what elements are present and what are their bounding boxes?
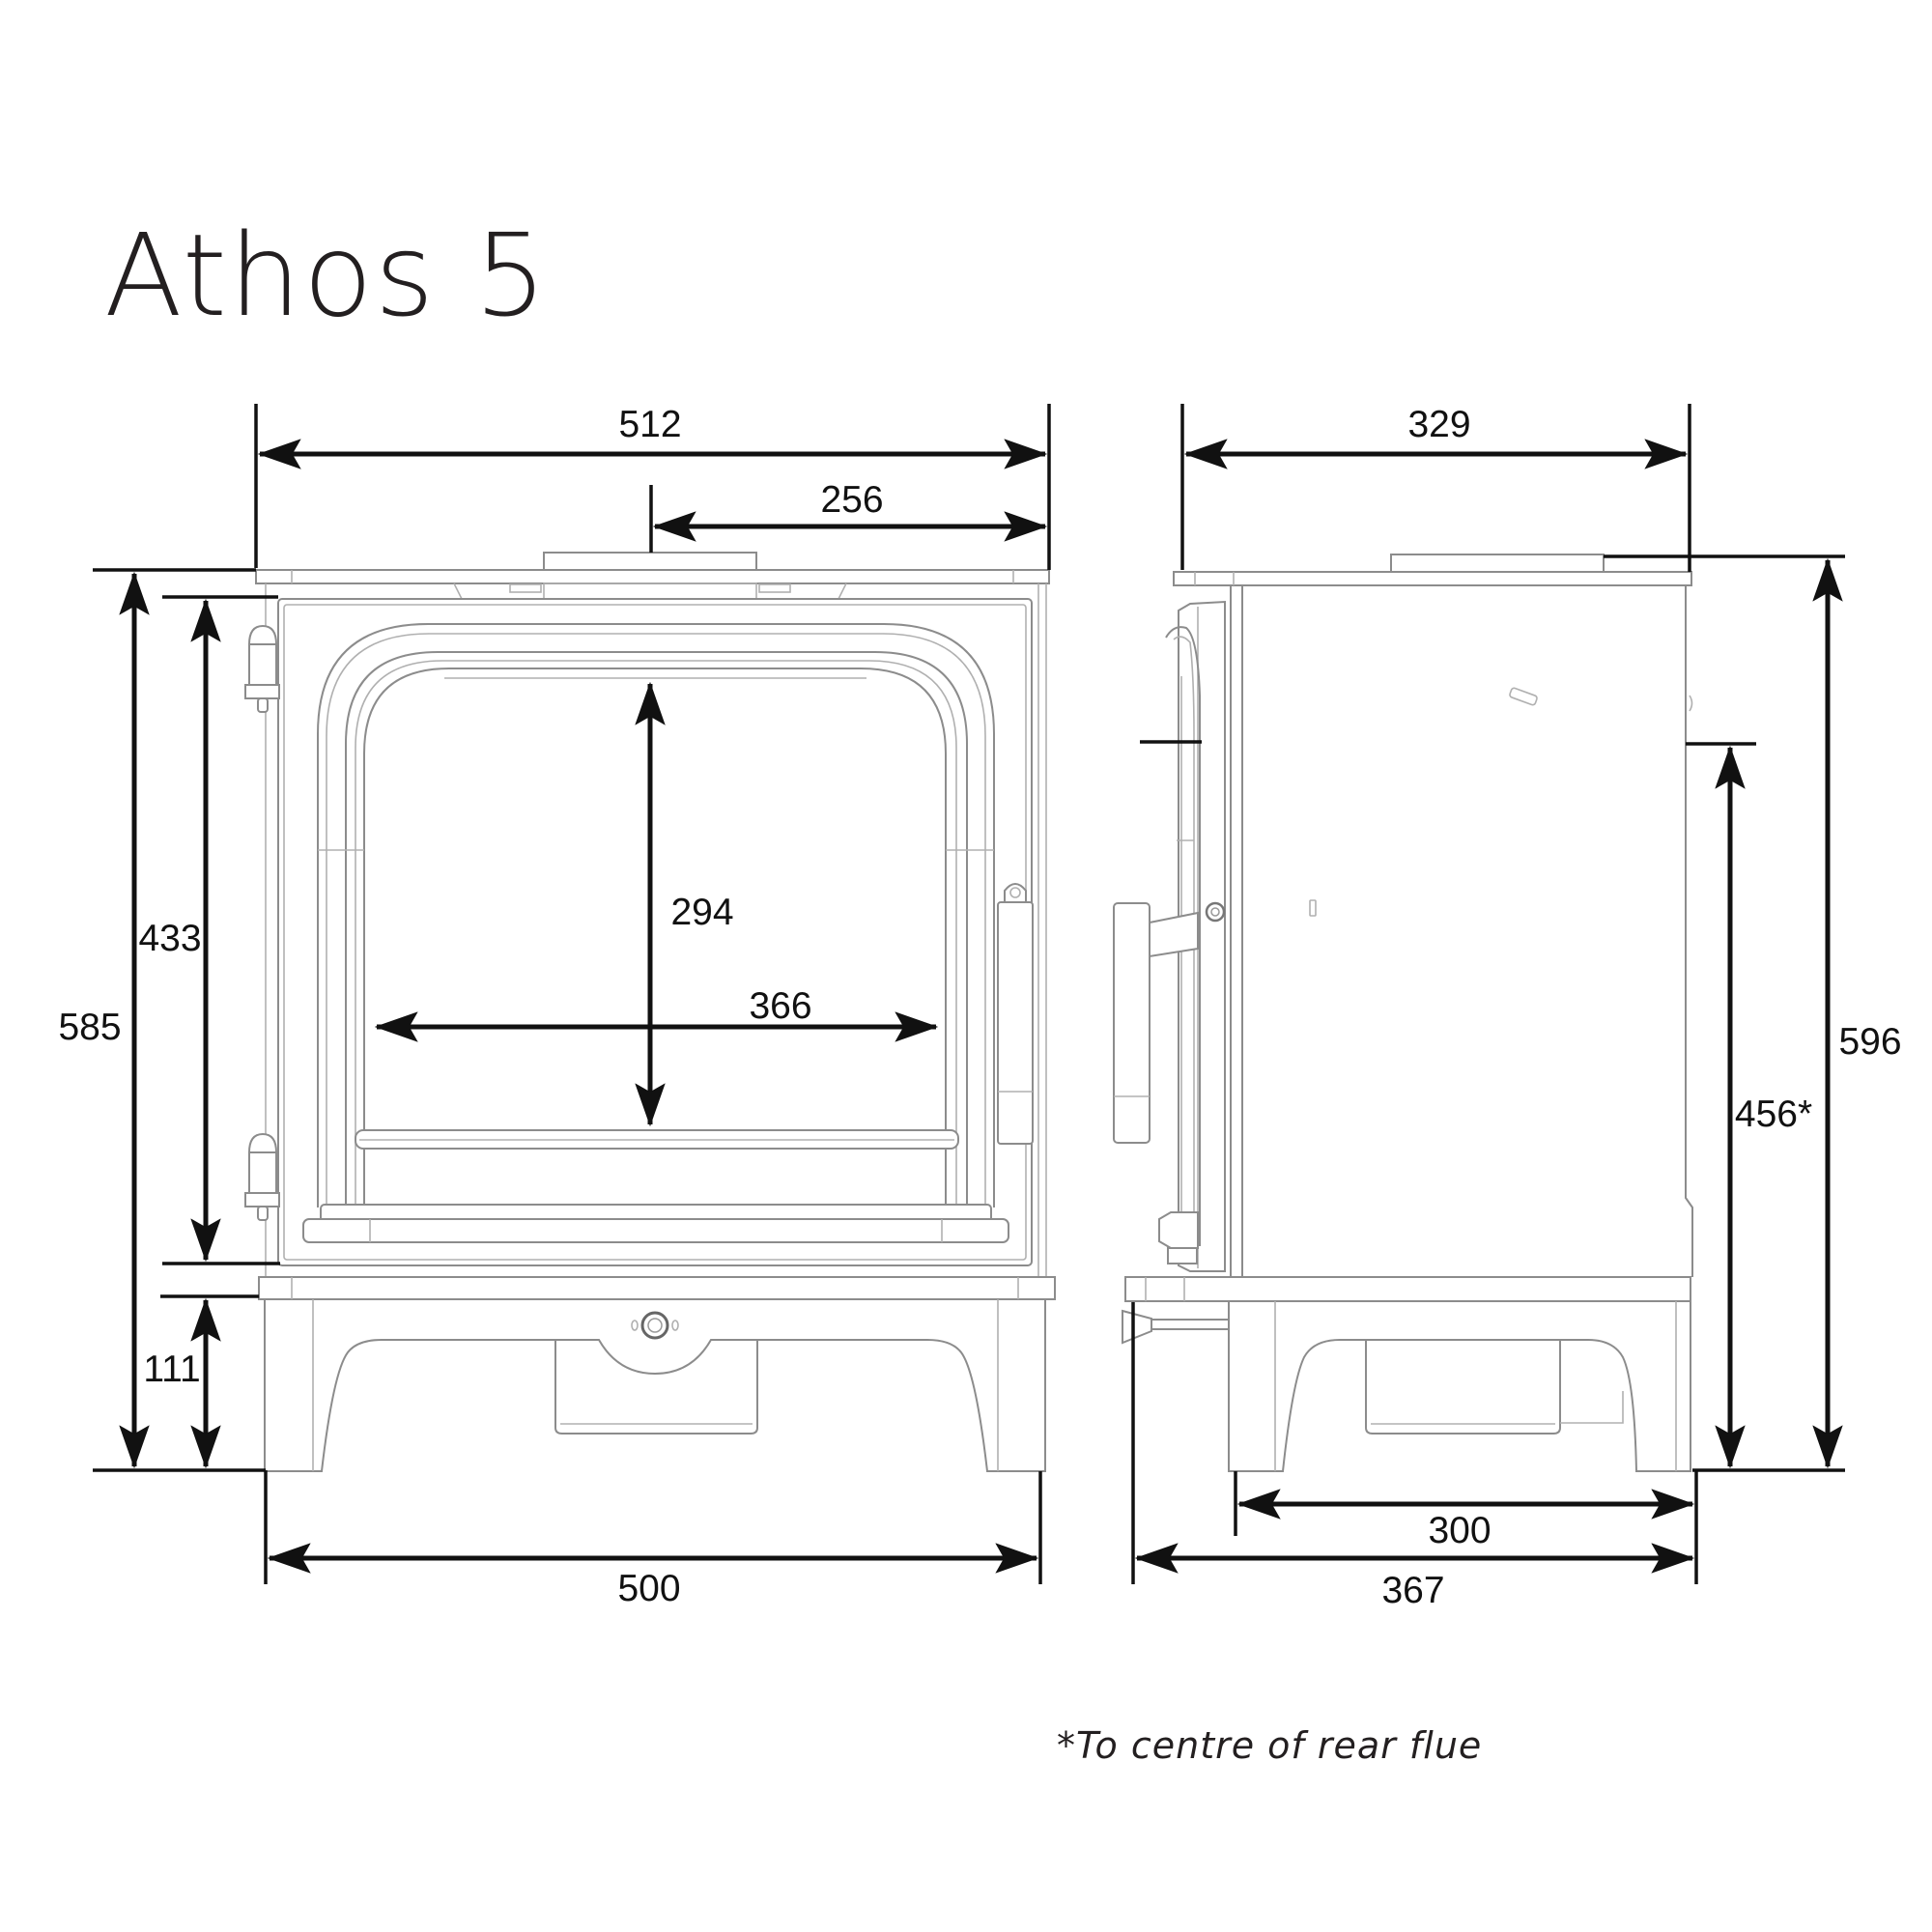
side-dimension-lines [1131, 404, 1845, 1584]
side-view-stove [1113, 554, 1693, 1472]
door-hinge-bottom [244, 1132, 280, 1221]
front-base-plate [258, 1276, 1056, 1300]
label-rear-flue-height: 456* [1735, 1094, 1812, 1135]
side-air-control [1122, 1309, 1230, 1345]
label-flue-centre: 256 [820, 479, 883, 521]
door-hinge-top [244, 624, 280, 713]
page-title: Athos 5 [104, 209, 549, 342]
label-overall-width: 512 [618, 404, 681, 445]
footnote: *To centre of rear flue [1057, 1724, 1483, 1767]
label-top-depth: 329 [1407, 404, 1470, 445]
label-overall-depth: 367 [1381, 1570, 1444, 1611]
label-glass-height: 294 [670, 892, 733, 933]
front-ash-pan [554, 1340, 758, 1435]
front-top-plate [255, 569, 1050, 584]
label-overall-height-side: 596 [1838, 1021, 1901, 1063]
front-door [277, 598, 1033, 1266]
front-dimension-lines [93, 404, 1051, 1584]
label-base-height: 111 [143, 1349, 200, 1390]
label-overall-height-front: 585 [58, 1007, 121, 1048]
front-glass-opening [363, 668, 947, 1208]
side-flue-collar [1390, 554, 1605, 573]
label-leg-depth: 300 [1428, 1510, 1491, 1551]
label-base-width: 500 [617, 1568, 680, 1609]
dimension-labels: 512 256 585 433 111 294 366 500 329 596 … [58, 404, 1901, 1611]
side-body [1230, 585, 1693, 1277]
front-flue-collar [543, 552, 757, 572]
air-control-knob [631, 1311, 679, 1340]
side-top-plate [1173, 571, 1692, 586]
side-door-handle [1113, 901, 1226, 1144]
label-glass-width: 366 [749, 985, 811, 1027]
label-door-height: 433 [138, 918, 201, 959]
front-base-legs [264, 1299, 1046, 1472]
side-ash-pan [1365, 1340, 1561, 1435]
door-latch [997, 883, 1034, 1145]
side-base-plate [1124, 1276, 1691, 1302]
side-base-legs [1228, 1301, 1691, 1472]
